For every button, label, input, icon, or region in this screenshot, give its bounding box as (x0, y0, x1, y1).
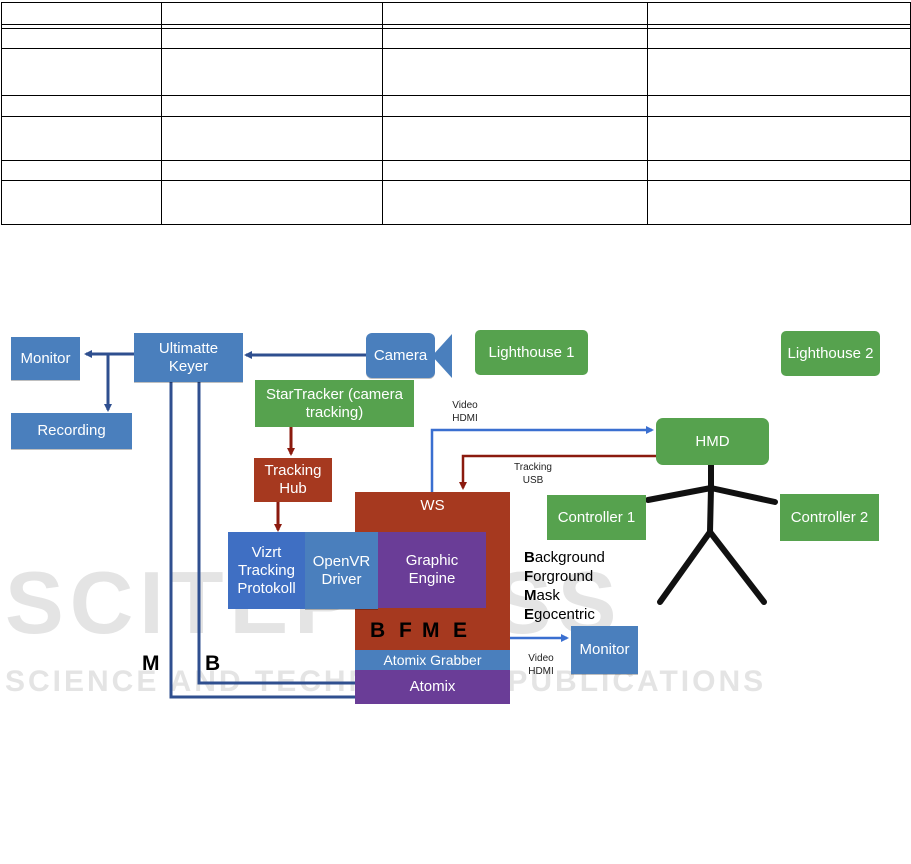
bfme-b-label: B (370, 619, 386, 642)
recording-box: Recording (11, 413, 132, 449)
video-hdmi-bottom-label: Video HDMI (528, 653, 554, 677)
monitor-left-box: Monitor (11, 337, 80, 380)
table-cell (161, 180, 383, 225)
table-cell (382, 180, 648, 225)
controller2-box: Controller 2 (780, 494, 879, 541)
graphic-engine-box: Graphic Engine (378, 532, 486, 608)
tracking-hub-box: Tracking Hub (254, 458, 332, 502)
camera-box: Camera (366, 333, 435, 378)
table-cell (1, 48, 162, 96)
table-cell (382, 116, 648, 161)
ws-label: WS (420, 497, 445, 514)
table-row (1, 116, 911, 161)
lighthouse1-box: Lighthouse 1 (475, 330, 588, 375)
table-row (1, 180, 911, 225)
table-cell (647, 116, 911, 161)
monitor-right-box: Monitor (571, 626, 638, 674)
table-cell (382, 48, 648, 96)
m-line-label: M (142, 652, 160, 675)
table-row (1, 95, 911, 117)
table-cell (161, 48, 383, 96)
empty-table (1, 2, 911, 225)
video-hdmi-top-label: Video HDMI (452, 400, 478, 424)
table-row (1, 28, 911, 49)
camera-lens-icon (432, 334, 452, 378)
atomix-box: Atomix (355, 670, 510, 704)
signal-legend: Background Forground Mask Egocentric (524, 548, 605, 624)
tracking-usb-label: Tracking USB (514, 462, 552, 486)
openvr-driver-box: OpenVR Driver (305, 532, 378, 609)
b-line-label: B (205, 652, 221, 675)
bfme-f-label: F (399, 619, 412, 642)
table-cell (647, 180, 911, 225)
arrow-ws-hmd (430, 426, 654, 492)
arrow-m-keyer (167, 360, 355, 699)
bfme-m-label: M (422, 619, 440, 642)
bfme-e-label: E (453, 619, 468, 642)
legend-egocentric: Egocentric (524, 606, 595, 623)
arrow-hmd-ws (459, 454, 656, 490)
legend-mask: Mask (524, 587, 560, 604)
hmd-box: HMD (656, 418, 769, 465)
table-cell (1, 180, 162, 225)
startracker-box: StarTracker (camera tracking) (255, 380, 414, 427)
ultimatte-keyer-box: Ultimatte Keyer (134, 333, 243, 382)
arrow-b-keyer (195, 360, 355, 685)
vizrt-tracking-box: Vizrt Tracking Protokoll (228, 532, 305, 609)
lighthouse2-box: Lighthouse 2 (781, 331, 880, 376)
table-cell (1, 116, 162, 161)
atomix-grabber-box: Atomix Grabber (355, 650, 510, 670)
controller1-box: Controller 1 (547, 495, 646, 540)
stick-figure (645, 459, 778, 605)
legend-background: Background (524, 549, 605, 566)
legend-forground: Forground (524, 568, 594, 585)
